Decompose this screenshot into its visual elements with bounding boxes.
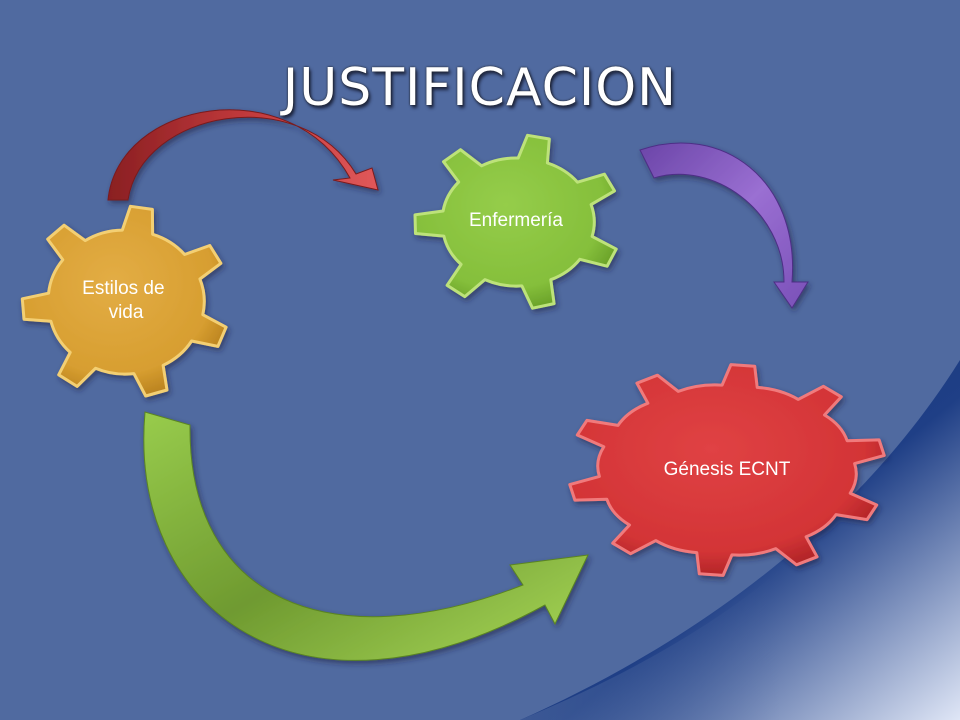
gear-genesis-ecnt: Génesis ECNT	[568, 363, 886, 577]
gear-label-genesis: Génesis ECNT	[664, 459, 791, 480]
gear-label-estilos-line2: vida	[109, 302, 144, 323]
gear-estilos-de-vida: Estilos de vida	[20, 204, 228, 398]
svg-text:Génesis ECNT: Génesis ECNT	[664, 459, 791, 480]
svg-text:Estilos de vida: Estilos de vida	[82, 278, 170, 323]
gear-enfermeria: Enfermería	[413, 133, 618, 310]
gear-label-estilos-line1: Estilos de	[82, 278, 164, 299]
arrow-estilos-to-enfermeria	[107, 109, 379, 201]
arrow-estilos-to-genesis	[143, 411, 589, 661]
arrow-enfermeria-to-genesis	[639, 142, 809, 309]
svg-text:Enfermería: Enfermería	[469, 210, 563, 231]
slide-title: JUSTIFICACION	[282, 58, 678, 118]
gear-label-enfermeria: Enfermería	[469, 210, 563, 231]
